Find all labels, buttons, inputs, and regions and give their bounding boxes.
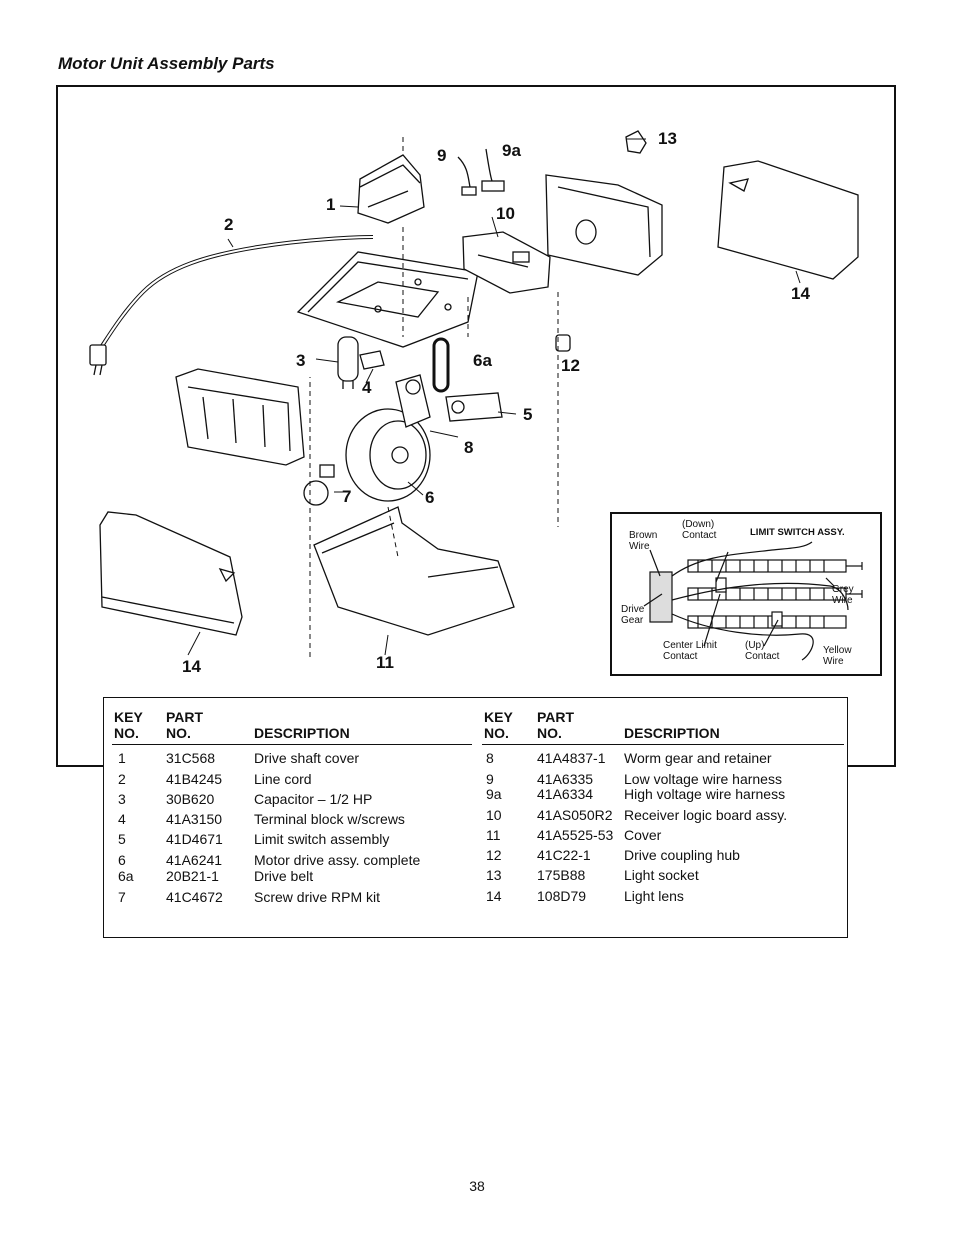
- worm-gear: [395, 374, 431, 428]
- header-part-no: PART NO.: [166, 709, 204, 741]
- callout-13: 13: [658, 129, 677, 148]
- callout-14-right: 14: [791, 284, 810, 303]
- label-brown-wire: Brown Wire: [629, 530, 658, 552]
- callout-14-left: 14: [182, 657, 201, 676]
- header-key-no-right: KEY NO.: [484, 709, 513, 741]
- callout-5: 5: [523, 405, 533, 424]
- header-description-right: DESCRIPTION: [624, 725, 720, 741]
- label-down-contact: (Down) Contact: [682, 519, 717, 541]
- page-number: 38: [469, 1178, 485, 1194]
- callout-7: 7: [342, 487, 352, 506]
- label-up-contact: (Up) Contact: [745, 640, 780, 662]
- chassis-plate: [296, 251, 479, 348]
- light-lens-left: [99, 511, 243, 636]
- callout-4: 4: [362, 378, 372, 397]
- label-drive-gear: Drive Gear: [621, 604, 645, 626]
- limit-switch-assembly: [445, 392, 503, 422]
- callout-1: 1: [326, 195, 336, 214]
- rpm-kit: [303, 480, 329, 506]
- capacitor: [337, 336, 359, 382]
- callout-6a: 6a: [473, 351, 492, 370]
- drive-belt: [432, 337, 450, 393]
- light-socket: [625, 130, 647, 154]
- label-center-limit-contact: Center Limit Contact: [663, 640, 717, 662]
- motor-drive: [345, 408, 431, 502]
- drive-shaft-cover: [357, 154, 425, 224]
- callout-12: 12: [561, 356, 580, 375]
- high-voltage-harness: [485, 148, 493, 182]
- callout-2: 2: [224, 215, 234, 234]
- cover: [313, 506, 515, 636]
- exploded-diagram: 1 2 3 4 5 6 6a 7 8 9 9a 10 11 12 13 14 1…: [56, 85, 896, 767]
- callout-11: 11: [376, 653, 394, 672]
- end-panel: [545, 174, 663, 276]
- callout-9: 9: [437, 146, 447, 165]
- callout-10: 10: [496, 204, 515, 223]
- parts-table-right-column: KEY NO. PART NO. DESCRIPTION 8 41A4837-1…: [476, 698, 848, 937]
- page-title: Motor Unit Assembly Parts: [58, 54, 275, 73]
- parts-table-left-column: KEY NO. PART NO. DESCRIPTION 1 31C568 Dr…: [104, 698, 476, 937]
- callout-9a: 9a: [502, 141, 521, 160]
- light-lens-right: [717, 160, 859, 280]
- low-voltage-harness: [457, 156, 471, 188]
- callout-3: 3: [296, 351, 306, 370]
- callout-6: 6: [425, 488, 435, 507]
- drive-coupling-hub: [555, 334, 571, 352]
- callout-8: 8: [464, 438, 474, 457]
- label-yellow-wire: Yellow Wire: [823, 645, 852, 667]
- limit-switch-drawing: [643, 541, 863, 661]
- header-part-no-right: PART NO.: [537, 709, 575, 741]
- header-description: DESCRIPTION: [254, 725, 350, 741]
- left-chassis-frame: [175, 368, 305, 466]
- exploded-parts-drawing: [89, 130, 859, 657]
- plug: [89, 344, 107, 366]
- parts-table: KEY NO. PART NO. DESCRIPTION 1 31C568 Dr…: [103, 697, 848, 938]
- header-key-no: KEY NO.: [114, 709, 143, 741]
- limit-switch-inset: LIMIT SWITCH ASSY. Brown Wire (Down) Con…: [610, 512, 882, 676]
- label-grey-wire: Grey Wire: [832, 584, 854, 606]
- inset-title: LIMIT SWITCH ASSY.: [750, 527, 845, 538]
- terminal-block: [359, 350, 385, 370]
